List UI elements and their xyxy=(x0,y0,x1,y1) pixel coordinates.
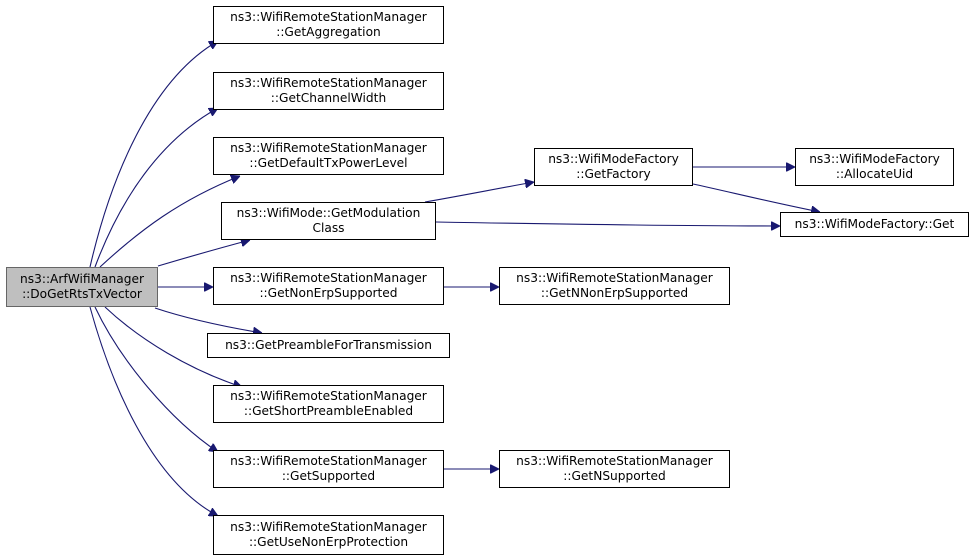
edge-n10-n11 xyxy=(692,183,820,212)
node-label-line: ::GetSupported xyxy=(281,469,376,483)
node-label-line: ::GetNNonErpSupported xyxy=(540,286,689,300)
node-wifiremotestationmanager-getaggregation[interactable]: ns3::WifiRemoteStationManager::GetAggreg… xyxy=(213,6,444,44)
root-node-arfwifimanager-dogetrtstxvector: ns3::ArfWifiManager::DoGetRtsTxVector xyxy=(6,267,158,307)
node-label-line: ::DoGetRtsTxVector xyxy=(22,287,142,301)
node-label-line: ::GetFactory xyxy=(576,167,651,181)
node-label-line: ::GetChannelWidth xyxy=(270,91,387,105)
node-label-line: ::AllocateUid xyxy=(835,167,914,181)
node-label-line: ns3::WifiRemoteStationManager xyxy=(230,10,427,24)
edge-n0-n9 xyxy=(89,306,218,517)
node-label-line: ns3::WifiModeFactory xyxy=(809,152,940,166)
node-label-line: ns3::WifiRemoteStationManager xyxy=(230,389,427,403)
node-wifiremotestationmanager-getshortpreambleenabled[interactable]: ns3::WifiRemoteStationManager::GetShortP… xyxy=(213,385,444,423)
edge-n0-n7 xyxy=(104,306,242,387)
node-label-line: ns3::WifiRemoteStationManager xyxy=(230,76,427,90)
node-label-line: ::GetNonErpSupported xyxy=(259,286,398,300)
edge-n0-n8 xyxy=(94,306,218,452)
node-wifiremotestationmanager-getusenonerpprotection[interactable]: ns3::WifiRemoteStationManager::GetUseNon… xyxy=(213,515,444,555)
edge-n0-n1 xyxy=(89,41,218,268)
edge-n4-n11 xyxy=(435,221,780,226)
node-wifiremotestationmanager-getnnonerpsupported[interactable]: ns3::WifiRemoteStationManager::GetNNonEr… xyxy=(499,267,730,305)
edge-n0-n6 xyxy=(154,307,262,333)
node-wifiremotestationmanager-getdefaulttxpowerlevel[interactable]: ns3::WifiRemoteStationManager::GetDefaul… xyxy=(213,137,444,175)
node-label-line: ns3::GetPreambleForTransmission xyxy=(225,338,432,352)
edge-n0-n4 xyxy=(157,240,250,267)
edge-n0-n2 xyxy=(94,108,218,268)
edge-n0-n3 xyxy=(99,176,240,268)
node-wifiremotestationmanager-getnonerpsupported[interactable]: ns3::WifiRemoteStationManager::GetNonErp… xyxy=(213,267,444,305)
node-label-line: ns3::WifiModeFactory xyxy=(548,152,679,166)
node-label-line: ns3::WifiRemoteStationManager xyxy=(230,141,427,155)
edge-n4-n10 xyxy=(424,182,534,203)
node-wifiremotestationmanager-getchannelwidth[interactable]: ns3::WifiRemoteStationManager::GetChanne… xyxy=(213,72,444,110)
node-wifimodefactory-get[interactable]: ns3::WifiModeFactory::Get xyxy=(780,212,969,237)
node-label-line: ::GetDefaultTxPowerLevel xyxy=(249,156,408,170)
node-label-line: ns3::WifiModeFactory::Get xyxy=(794,217,955,231)
node-label-line: ::GetAggregation xyxy=(276,25,381,39)
node-wifiremotestationmanager-getnsupported[interactable]: ns3::WifiRemoteStationManager::GetNSuppo… xyxy=(499,450,730,488)
node-label-line: ns3::WifiRemoteStationManager xyxy=(230,520,427,534)
node-getpreamblefortransmission[interactable]: ns3::GetPreambleForTransmission xyxy=(207,333,450,358)
node-label-line: ns3::WifiMode::GetModulation xyxy=(236,206,421,220)
node-label-line: ns3::WifiRemoteStationManager xyxy=(230,454,427,468)
node-label-line: ns3::WifiRemoteStationManager xyxy=(516,271,713,285)
node-label-line: ns3::WifiRemoteStationManager xyxy=(230,271,427,285)
node-label-line: ns3::ArfWifiManager xyxy=(20,272,144,286)
node-label-line: ::GetNSupported xyxy=(563,469,666,483)
node-wifimodefactory-allocateuid[interactable]: ns3::WifiModeFactory::AllocateUid xyxy=(795,148,954,186)
node-wifimodefactory-getfactory[interactable]: ns3::WifiModeFactory::GetFactory xyxy=(534,148,693,186)
node-label-line: ::GetShortPreambleEnabled xyxy=(243,404,414,418)
node-label-line: Class xyxy=(312,221,345,235)
node-label-line: ns3::WifiRemoteStationManager xyxy=(516,454,713,468)
node-wifiremotestationmanager-getsupported[interactable]: ns3::WifiRemoteStationManager::GetSuppor… xyxy=(213,450,444,488)
node-label-line: ::GetUseNonErpProtection xyxy=(248,535,409,549)
